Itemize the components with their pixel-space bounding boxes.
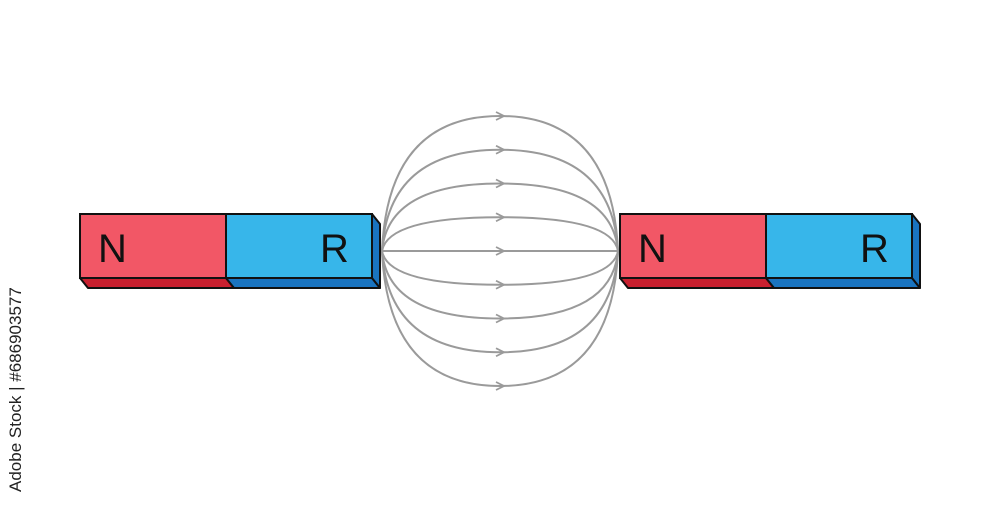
field-line-right-half [500, 217, 619, 252]
watermark-text: Adobe Stock | #686903577 [6, 287, 25, 492]
magnet-left-north-bottom [79, 277, 235, 289]
field-line-right-half [500, 116, 619, 252]
field-line-left-half [381, 250, 501, 320]
magnet-right-north-label: N [638, 227, 667, 271]
magnet-right-side [911, 213, 921, 289]
field-lines [381, 115, 619, 387]
field-line-right-half [500, 250, 619, 319]
field-line-left-half [381, 216, 501, 252]
magnet-left-south-label: R [320, 227, 349, 271]
magnet-left: N R [79, 213, 381, 289]
field-line-left-half [381, 182, 501, 252]
field-line-right-half [500, 250, 619, 386]
magnet-right-south-label: R [860, 227, 889, 271]
magnet-right-south-face [765, 213, 913, 279]
magnet-left-south-bottom [225, 277, 381, 289]
magnet-right-south-bottom [765, 277, 921, 289]
magnet-right-north-bottom [619, 277, 775, 289]
magnet-left-south-face [225, 213, 373, 279]
field-line-right-half [500, 250, 619, 285]
field-line-right-half [500, 250, 619, 352]
field-line-left-half [381, 250, 501, 387]
field-line-left-half [381, 250, 501, 286]
field-line-left-half [381, 148, 501, 252]
magnet-left-side [371, 213, 381, 289]
magnet-right-north-face [619, 213, 767, 279]
field-line-right-half [500, 150, 619, 252]
field-line-left-half [381, 115, 501, 252]
magnet-left-north-label: N [98, 227, 127, 271]
magnet-right: N R [619, 213, 921, 289]
field-line-left-half [381, 250, 501, 354]
field-line-right-half [500, 184, 619, 252]
